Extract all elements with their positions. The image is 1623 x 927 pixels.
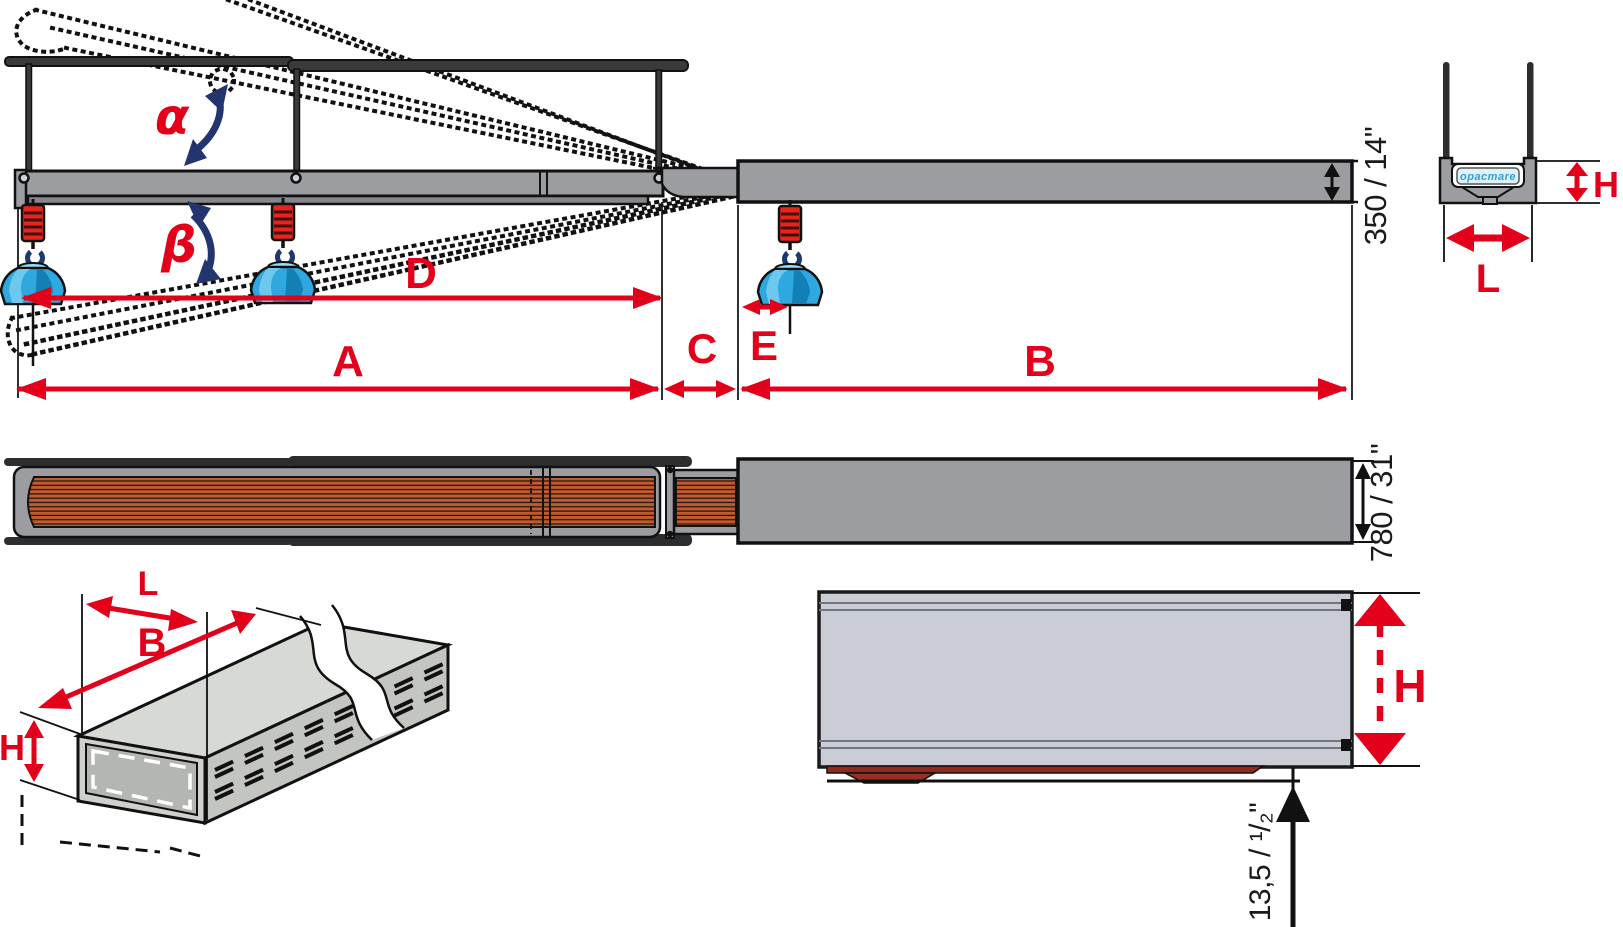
iso-dimension-H: H (0, 711, 81, 801)
dimension-housing-height: 350 / 14" (1324, 127, 1393, 246)
detail-H-label: H (1393, 660, 1426, 712)
housing-width-label: 780 / 31" (1364, 444, 1399, 563)
side-view: α β D A C B (1, 0, 1393, 400)
iso-H-label: H (0, 727, 25, 768)
dimension-D: D (21, 249, 663, 309)
housing-height-label: 350 / 14" (1358, 127, 1393, 246)
section-railing-post (1443, 62, 1450, 164)
dimension-A: A (16, 337, 660, 400)
gangway-plank (13, 168, 665, 210)
counterweight-2 (251, 198, 315, 303)
dimension-section-H: H (1536, 160, 1619, 205)
plan-fixed-housing (736, 457, 1354, 545)
iso-dimension-L: L (81, 565, 208, 820)
detail-view: 13,5 / ¹/₂" H (817, 590, 1427, 927)
dimension-A-label: A (332, 337, 364, 386)
dimension-D-label: D (405, 249, 437, 298)
hinge-connector (653, 166, 740, 199)
pivot-pin (290, 172, 302, 184)
tilt-up-dotted-lines (14, 0, 745, 189)
counterweight-3 (758, 200, 822, 305)
section-railing-post (1527, 62, 1534, 164)
plan-handrail (288, 456, 692, 467)
dimension-C: C (664, 325, 736, 398)
angle-beta-label: β (160, 216, 197, 274)
plan-handrail (4, 458, 292, 466)
railing (4, 56, 689, 177)
iso-hidden-lines (20, 795, 201, 858)
dimension-B-label: B (1024, 337, 1056, 386)
railing-post (293, 68, 301, 177)
plan-wood-deck (27, 476, 656, 528)
dimension-recess-offset: 13,5 / ¹/₂" (1244, 786, 1310, 927)
angle-alpha-label: α (155, 88, 190, 146)
dimension-housing-width: 780 / 31" (1352, 444, 1399, 563)
brand-plate (1456, 167, 1520, 185)
recess-offset-label: 13,5 / ¹/₂" (1244, 803, 1277, 922)
plan-handrail (4, 537, 292, 545)
dimension-C-label: C (687, 325, 717, 372)
dimension-E: E (742, 299, 788, 369)
fixed-housing-side (736, 159, 1354, 204)
angle-alpha-arrow (184, 84, 228, 166)
dimension-detail-H: H (1352, 592, 1427, 767)
brand-label: opacmare (1460, 171, 1516, 183)
iso-slots (214, 662, 444, 801)
counterweight-1 (1, 199, 65, 304)
dimension-B: B (740, 337, 1348, 400)
iso-B-label: B (138, 621, 167, 665)
section-H-label: H (1593, 164, 1619, 205)
tilt-down-dotted-lines (5, 185, 738, 358)
iso-break-line (299, 604, 405, 741)
pivot-pin (18, 172, 30, 184)
iso-L-label: L (138, 565, 159, 603)
cross-section-view: opacmare H L (1438, 62, 1619, 301)
dimension-section-L: L (1443, 205, 1533, 301)
iso-dimension-B: B (38, 607, 322, 709)
plan-view: 780 / 31" (4, 444, 1399, 563)
angle-beta-arrow (187, 201, 221, 284)
section-L-label: L (1476, 257, 1500, 301)
railing-post (655, 69, 663, 177)
railing-post (25, 63, 33, 177)
dimension-E-label: E (750, 322, 778, 369)
iso-recess-view: L B H (0, 565, 453, 858)
detail-red-strip (826, 765, 1266, 774)
